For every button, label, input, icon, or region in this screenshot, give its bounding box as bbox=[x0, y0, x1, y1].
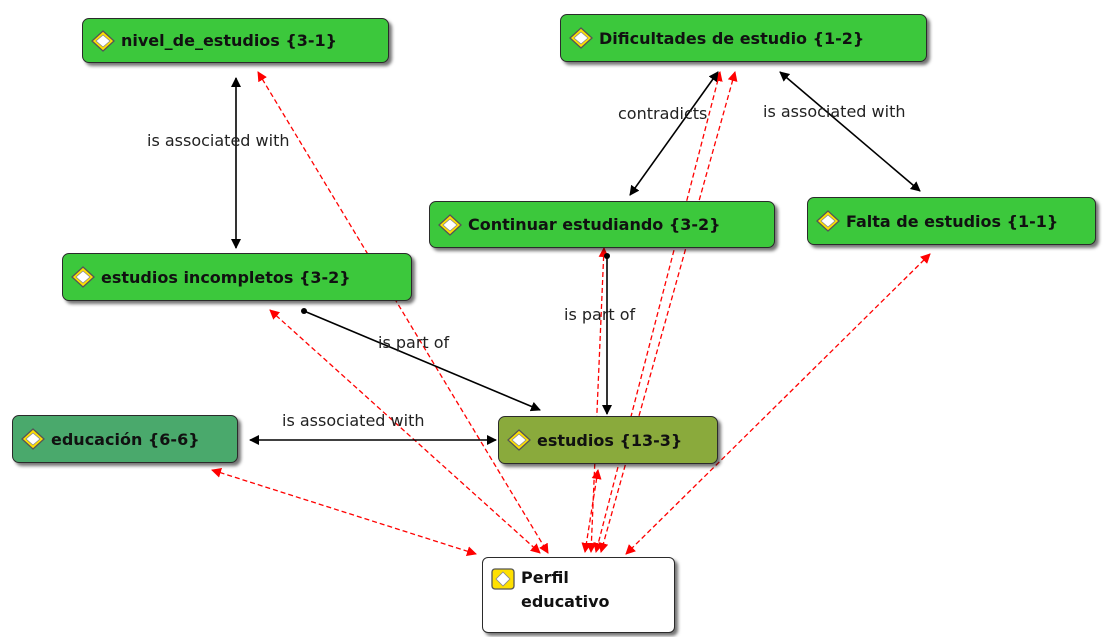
node-falta-de-estudios[interactable]: Falta de estudios {1-1} bbox=[807, 197, 1096, 245]
code-diamond-icon bbox=[71, 266, 95, 288]
code-diamond-icon bbox=[438, 213, 462, 236]
link-continuar-perfil[interactable] bbox=[586, 247, 609, 553]
memo-icon bbox=[491, 568, 515, 590]
node-nivel-de-estudios[interactable]: nivel_de_estudios {3-1} bbox=[82, 18, 389, 63]
relation-label-dificultades-falta: is associated with bbox=[763, 102, 906, 121]
node-estudios[interactable]: estudios {13-3} bbox=[498, 416, 718, 464]
link-educacion-perfil[interactable] bbox=[211, 467, 477, 557]
relation-dificultades-continuar[interactable] bbox=[629, 71, 719, 196]
code-diamond-icon bbox=[91, 29, 115, 52]
relation-incompletos-estudios[interactable] bbox=[303, 310, 541, 412]
relation-label-incompletos-estudios: is part of bbox=[378, 333, 450, 352]
node-label: Perfil educativo bbox=[521, 568, 610, 611]
node-label: educación {6-6} bbox=[51, 429, 200, 449]
code-diamond-icon bbox=[569, 27, 593, 49]
node-label: Dificultades de estudio {1-2} bbox=[599, 28, 865, 48]
node-educacion[interactable]: educación {6-6} bbox=[12, 415, 238, 463]
relation-label-nivel-incompletos: is associated with bbox=[147, 131, 290, 150]
link-incompletos-perfil[interactable] bbox=[269, 309, 541, 554]
node-perfil-educativo[interactable]: Perfil educativo bbox=[482, 557, 675, 633]
node-continuar-estudiando[interactable]: Continuar estudiando {3-2} bbox=[429, 201, 775, 248]
code-diamond-icon bbox=[507, 429, 531, 451]
code-diamond-icon bbox=[816, 210, 840, 232]
node-label: estudios incompletos {3-2} bbox=[101, 267, 351, 287]
node-dificultades-de-estudio[interactable]: Dificultades de estudio {1-2} bbox=[560, 14, 927, 62]
relation-label-dificultades-continuar: contradicts bbox=[618, 104, 708, 123]
relation-label-educacion-estudios: is associated with bbox=[282, 411, 425, 430]
node-label: Falta de estudios {1-1} bbox=[846, 211, 1059, 231]
node-label: nivel_de_estudios {3-1} bbox=[121, 31, 338, 50]
relation-dificultades-falta[interactable] bbox=[779, 71, 921, 192]
relation-origin-dot bbox=[301, 308, 307, 314]
node-estudios-incompletos[interactable]: estudios incompletos {3-2} bbox=[62, 253, 412, 301]
code-diamond-icon bbox=[21, 428, 45, 450]
node-label: estudios {13-3} bbox=[537, 430, 683, 450]
node-label: Continuar estudiando {3-2} bbox=[468, 215, 721, 234]
link-falta-perfil[interactable] bbox=[625, 253, 931, 555]
relation-origin-dot bbox=[604, 253, 610, 259]
relation-label-continuar-estudios: is part of bbox=[564, 305, 636, 324]
